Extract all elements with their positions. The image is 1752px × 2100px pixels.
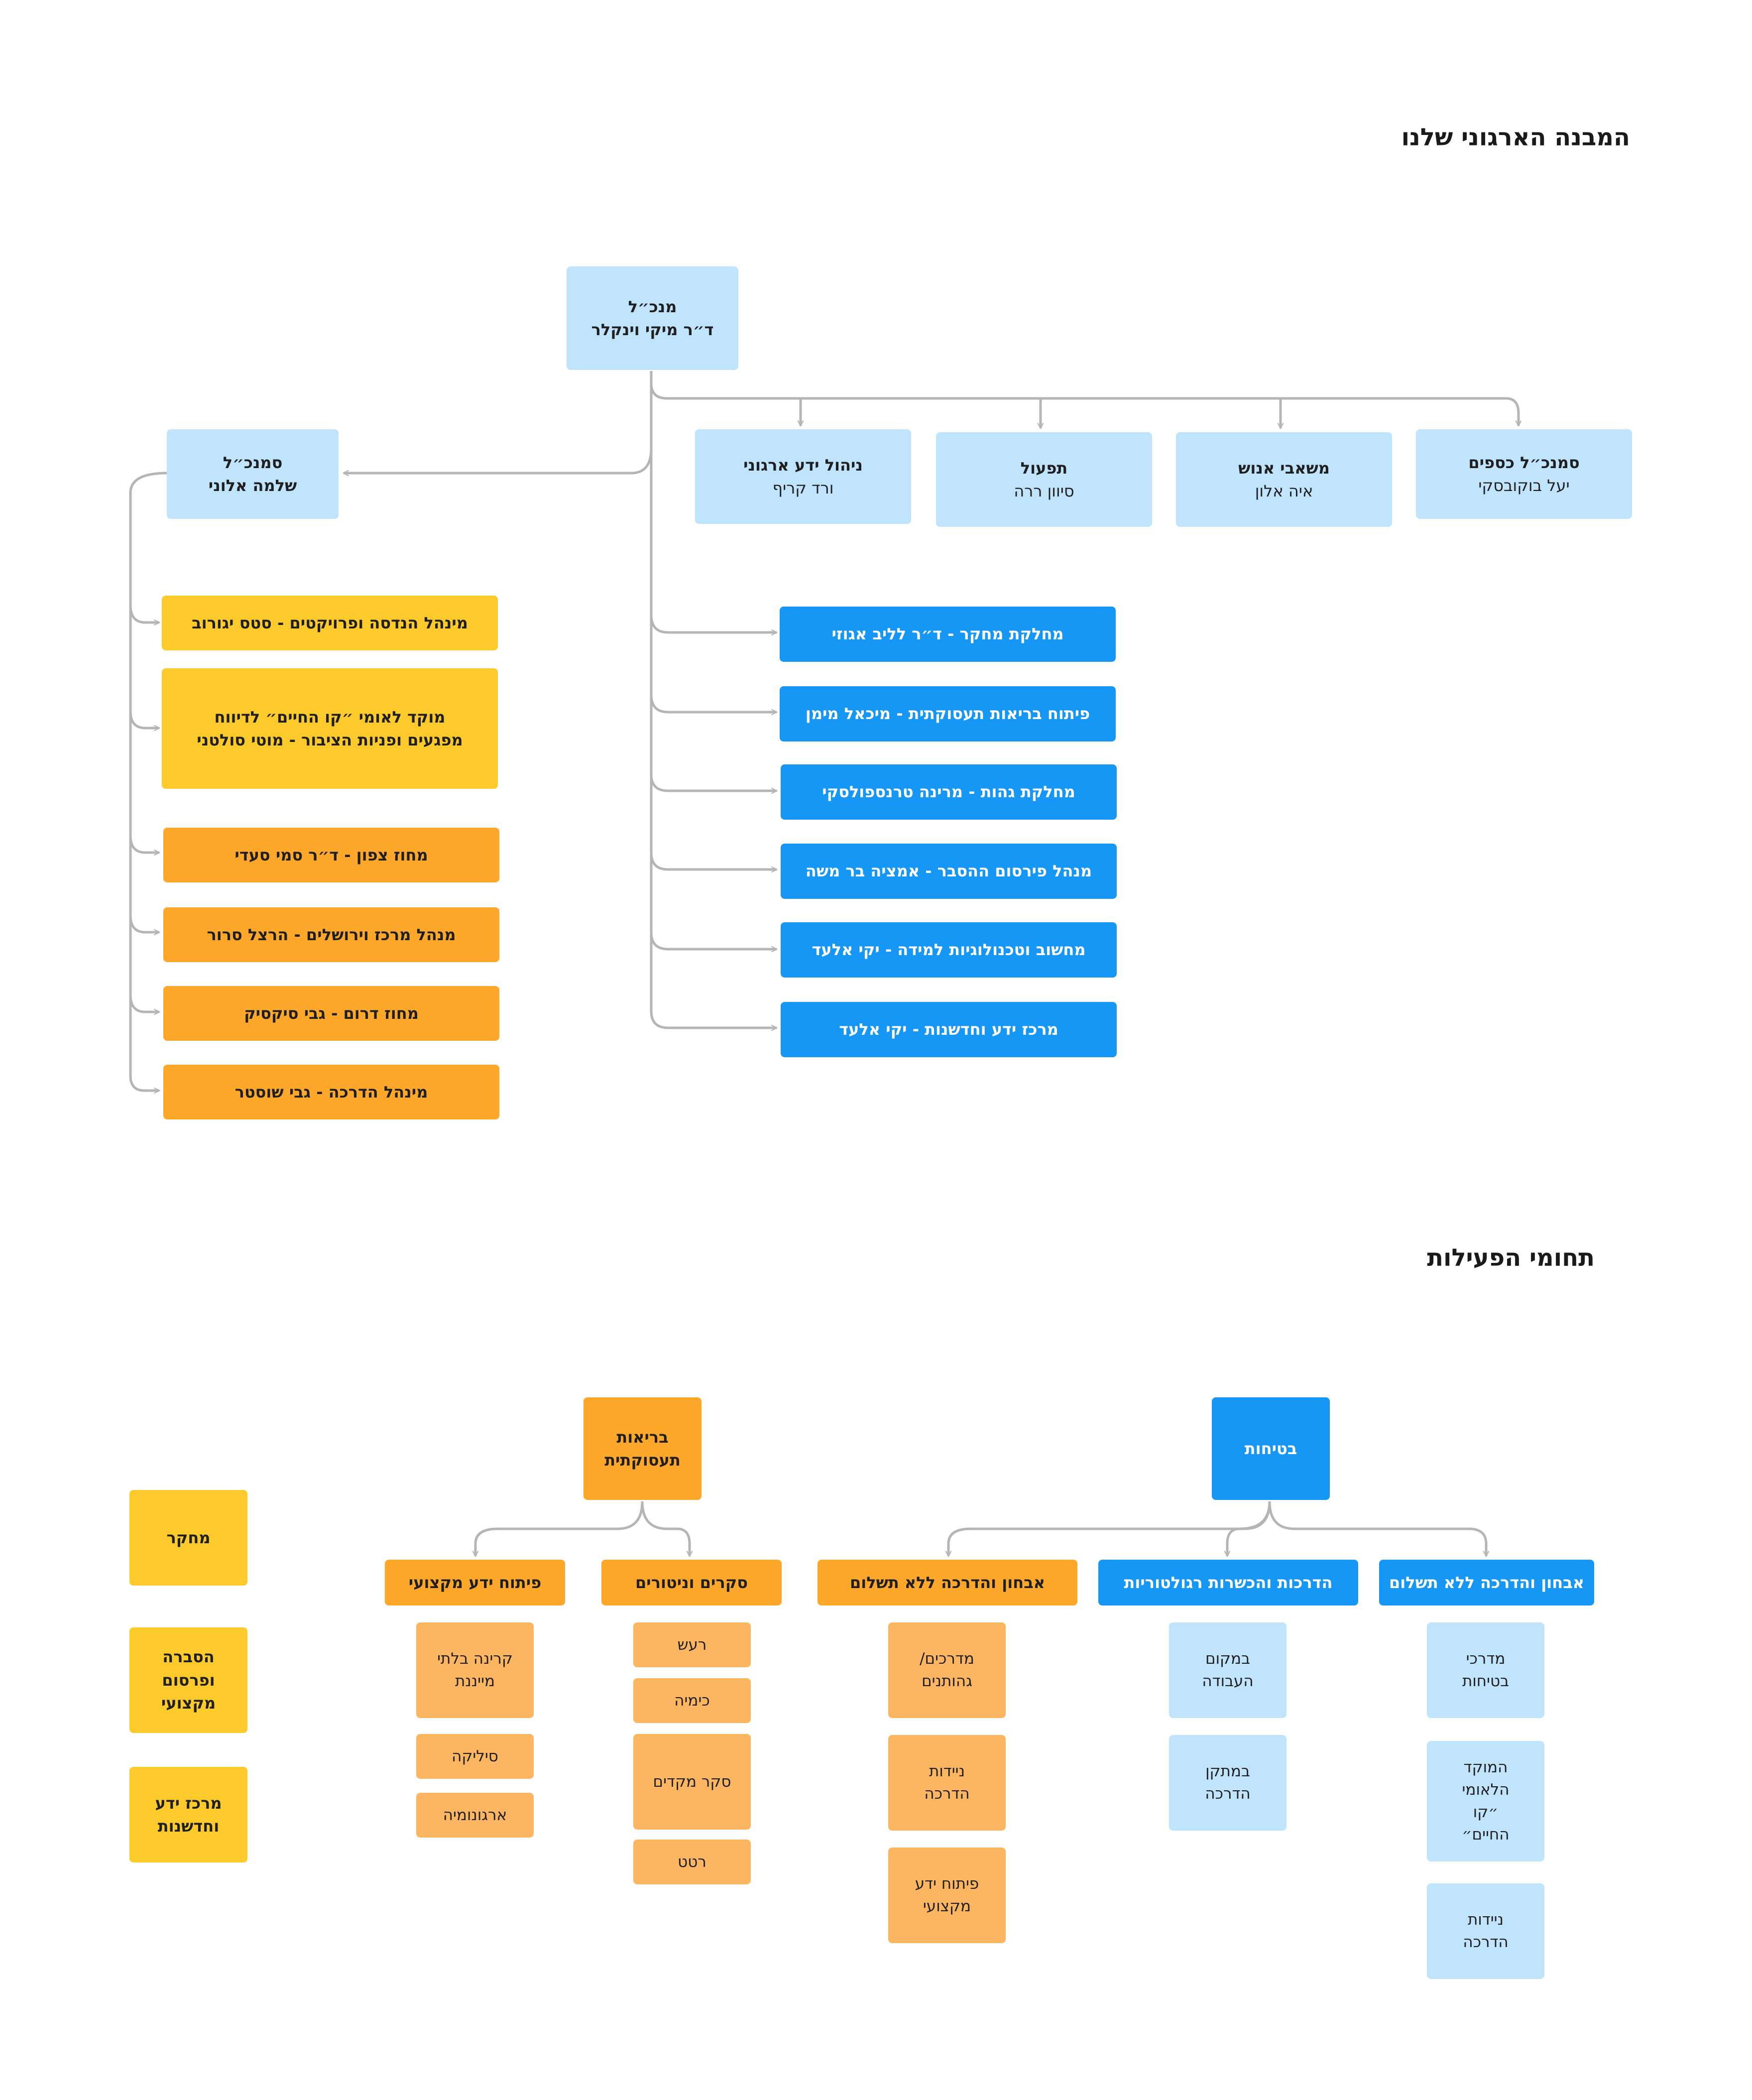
- ceo-box: מנכ״ל ד״ר מיקי וינקלר: [567, 266, 738, 370]
- top-unit-person: ורד קריף: [772, 479, 834, 497]
- top-unit-role: תפעול: [1020, 458, 1068, 478]
- category-header: אבחון והדרכה ללא תשלום: [818, 1560, 1077, 1606]
- top-unit-role: ניהול ידע ארגוני: [743, 455, 863, 475]
- category-item: פיתוח ידע מקצועי: [888, 1848, 1006, 1943]
- department-box: מנהל פירסום ההסבר - אמציה בר משה: [781, 844, 1117, 899]
- category-item: סיליקה: [416, 1734, 534, 1779]
- ceo-name: ד״ר מיקי וינקלר: [591, 320, 714, 339]
- department-box: פיתוח בריאות תעסוקתית - מיכאל מימן: [780, 686, 1116, 741]
- regional-box: מחוז צפון - ד״ר סמי סעדי: [163, 828, 499, 882]
- regional-box: מוקד לאומי ״קו החיים״ לדיווח מפגעים ופני…: [162, 668, 498, 789]
- top-unit-role: משאבי אנוש: [1238, 458, 1330, 478]
- top-unit-role: סמנכ״ל כספים: [1468, 453, 1580, 472]
- top-unit-box: משאבי אנוש איה אלון: [1176, 432, 1392, 527]
- org-section-title: המבנה הארגוני שלנו: [1401, 124, 1630, 151]
- category-item: במתקן הדרכה: [1169, 1735, 1286, 1831]
- department-box: מרכז ידע וחדשנות - יקי אלעד: [781, 1002, 1117, 1057]
- category-item: כימיה: [633, 1678, 751, 1723]
- category-item: המוקד הלאומי ״קו החיים״: [1427, 1741, 1544, 1861]
- top-unit-person: סיוון ררה: [1014, 482, 1074, 500]
- category-item: במקום העבודה: [1169, 1622, 1286, 1718]
- category-item: קרינה בלתי מייננת: [416, 1622, 534, 1718]
- category-item: סקר מקדים: [633, 1734, 751, 1830]
- category-item: ארגונומיה: [416, 1793, 534, 1838]
- category-item: רטט: [633, 1840, 751, 1884]
- regional-box: מנהל מרכז וירושלים - הרצל סרור: [163, 907, 499, 962]
- activity-section-title: תחומי הפעילות: [1427, 1244, 1595, 1272]
- category-item: ניידות הדרכה: [888, 1735, 1006, 1831]
- category-header: סקרים וניטורים: [601, 1560, 782, 1606]
- category-header: אבחון והדרכה ללא תשלום: [1379, 1560, 1594, 1606]
- top-unit-person: איה אלון: [1255, 482, 1313, 500]
- top-unit-box: סמנכ״ל כספים יעל בוקובסקי: [1416, 429, 1632, 519]
- regional-box: מינהל הדרכה - גבי שוסטר: [163, 1065, 499, 1119]
- deputy-name: שלמה אלוני: [208, 476, 297, 495]
- deputy-box: סמנכ״ל שלמה אלוני: [167, 429, 339, 519]
- regional-box: מינהל הנדסה ופרויקטים - סטס יגורוב: [162, 596, 498, 650]
- category-header: הדרכות והכשרות רגולטוריות: [1098, 1560, 1358, 1606]
- side-item-box: הסברה ופרסום מקצועי: [129, 1627, 247, 1733]
- department-box: מחשוב וטכנולוגיות למידה - יקי אלעד: [781, 922, 1117, 978]
- top-unit-box: ניהול ידע ארגוני ורד קריף: [695, 429, 911, 524]
- category-item: רעש: [633, 1622, 751, 1667]
- side-item-box: מרכז ידע וחדשנות: [129, 1767, 247, 1862]
- category-item: מדרכי בטיחות: [1427, 1622, 1544, 1718]
- ceo-role: מנכ״ל: [628, 297, 677, 316]
- regional-box: מחוז דרום - גבי סיקסיק: [163, 986, 499, 1041]
- top-unit-box: תפעול סיוון ררה: [936, 432, 1152, 527]
- category-item: ניידות הדרכה: [1427, 1883, 1544, 1979]
- health-box: בריאות תעסוקתית: [584, 1397, 701, 1500]
- safety-box: בטיחות: [1212, 1397, 1330, 1500]
- deputy-role: סמנכ״ל: [223, 453, 283, 472]
- top-unit-person: יעל בוקובסקי: [1478, 476, 1570, 495]
- department-box: מחלקת מחקר - ד״ר לליב אגוזי: [780, 607, 1116, 662]
- category-item: מדרכים/ גהותנים: [888, 1622, 1006, 1718]
- category-header: פיתוח ידע מקצועי: [385, 1560, 565, 1606]
- side-item-box: מחקר: [129, 1490, 247, 1586]
- department-box: מחלקת גהות - מרינה טרנספולסקי: [781, 764, 1117, 820]
